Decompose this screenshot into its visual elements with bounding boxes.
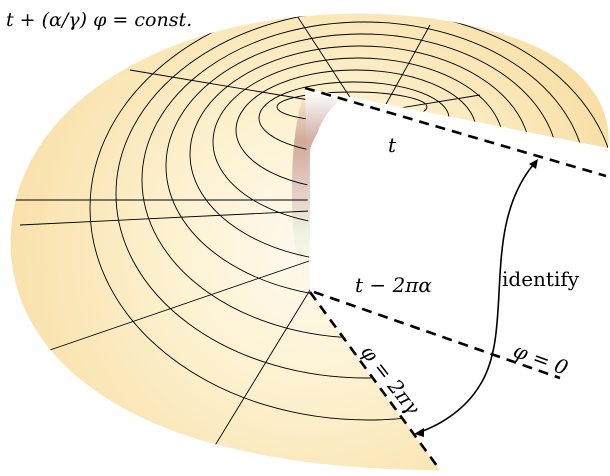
formula-label: t + (α/γ) φ = const.: [6, 9, 192, 31]
lower-cut-line: [308, 291, 442, 471]
throat-shading: [292, 92, 340, 292]
phi-zero-line: [313, 290, 561, 380]
t-bottom-label: t − 2πα: [355, 273, 432, 297]
throat-edge: [310, 108, 370, 292]
arrowhead-bottom: [414, 428, 424, 437]
phi-zero-label: φ = 0: [510, 338, 571, 380]
cut-lines: [304, 86, 607, 471]
identify-label: identify: [502, 267, 580, 291]
upper-cut-line: [304, 86, 607, 178]
identify-arrow: [419, 164, 534, 433]
t-top-label: t: [388, 133, 397, 157]
arrowhead-top: [529, 159, 538, 169]
cone-surface: [10, 13, 609, 471]
